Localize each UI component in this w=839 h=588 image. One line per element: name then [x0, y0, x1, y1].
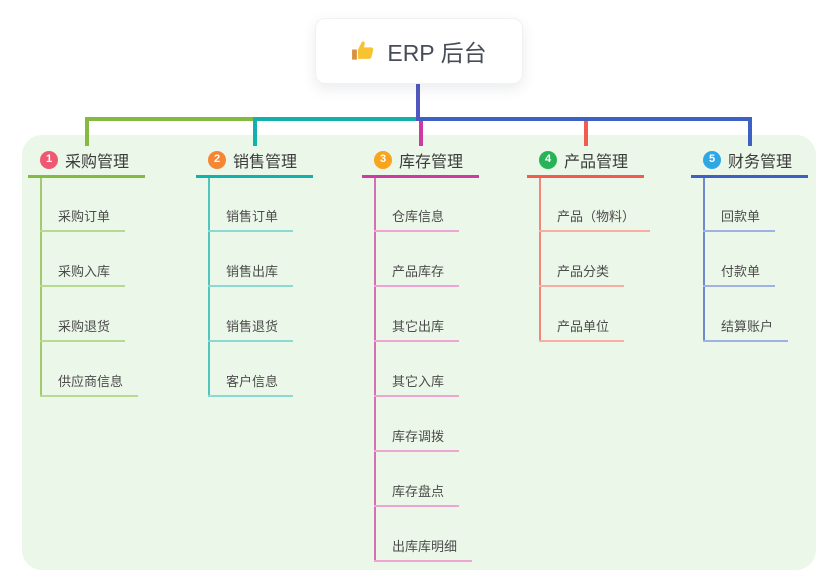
branch-title-purchase[interactable]: 1 采购管理 [28, 146, 145, 178]
thumbs-up-icon [351, 38, 377, 64]
root-node[interactable]: ERP 后台 [315, 18, 523, 84]
child-node-sales-2[interactable]: 销售退货 [208, 316, 294, 342]
child-node-label: 出库库明细 [392, 539, 458, 554]
child-node-label: 结算账户 [721, 319, 774, 334]
child-node-label: 库存调拨 [392, 429, 445, 444]
child-node-inventory-5[interactable]: 库存盘点 [374, 481, 460, 507]
bus-segment-finance [415, 117, 752, 121]
child-node-label: 产品分类 [557, 264, 610, 279]
bus-segment-purchase [84, 117, 257, 121]
branch-title-product[interactable]: 4 产品管理 [527, 146, 644, 178]
branch-badge-inventory: 3 [374, 150, 392, 169]
child-node-product-0[interactable]: 产品（物料） [539, 206, 651, 232]
connector-drop-finance [747, 117, 752, 146]
branch-spine-sales [208, 178, 210, 397]
child-node-label: 其它入库 [392, 374, 445, 389]
child-node-label: 采购订单 [58, 209, 111, 224]
branch-badge-finance: 5 [703, 150, 721, 169]
child-node-inventory-1[interactable]: 产品库存 [374, 261, 460, 287]
child-node-product-2[interactable]: 产品单位 [539, 316, 625, 342]
child-node-label: 产品库存 [392, 264, 445, 279]
child-node-finance-2[interactable]: 结算账户 [703, 316, 789, 342]
branch-spine-finance [703, 178, 705, 342]
root-title: ERP 后台 [387, 40, 487, 66]
child-node-label: 供应商信息 [58, 374, 124, 389]
child-node-label: 采购入库 [58, 264, 111, 279]
child-node-inventory-2[interactable]: 其它出库 [374, 316, 460, 342]
branch-title-label: 财务管理 [728, 153, 793, 171]
child-node-label: 库存盘点 [392, 484, 445, 499]
branch-badge-product: 4 [539, 150, 557, 169]
child-node-label: 付款单 [721, 264, 761, 279]
child-node-purchase-1[interactable]: 采购入库 [40, 261, 126, 287]
child-node-inventory-3[interactable]: 其它入库 [374, 371, 460, 397]
child-node-finance-1[interactable]: 付款单 [703, 261, 776, 287]
root-connector-line [415, 84, 420, 121]
child-node-finance-0[interactable]: 回款单 [703, 206, 776, 232]
child-node-label: 仓库信息 [392, 209, 445, 224]
branch-title-label: 库存管理 [399, 153, 464, 171]
child-node-label: 销售退货 [226, 319, 279, 334]
child-node-label: 产品（物料） [557, 209, 636, 224]
branch-title-label: 采购管理 [65, 153, 130, 171]
child-node-label: 销售出库 [226, 264, 279, 279]
child-node-label: 客户信息 [226, 374, 279, 389]
connector-drop-sales [252, 117, 257, 146]
branch-spine-product [539, 178, 541, 342]
child-node-label: 其它出库 [392, 319, 445, 334]
branch-title-sales[interactable]: 2 销售管理 [196, 146, 313, 178]
child-node-label: 回款单 [721, 209, 761, 224]
branch-title-label: 销售管理 [233, 153, 298, 171]
connector-drop-inventory [418, 121, 423, 146]
child-node-purchase-2[interactable]: 采购退货 [40, 316, 126, 342]
child-node-purchase-3[interactable]: 供应商信息 [40, 371, 139, 397]
branch-badge-sales: 2 [208, 150, 226, 169]
branches-panel [22, 135, 816, 570]
branch-spine-purchase [40, 178, 42, 397]
child-node-sales-1[interactable]: 销售出库 [208, 261, 294, 287]
branch-badge-purchase: 1 [40, 150, 58, 169]
child-node-sales-3[interactable]: 客户信息 [208, 371, 294, 397]
connector-drop-purchase [84, 117, 89, 146]
branch-title-label: 产品管理 [564, 153, 629, 171]
child-node-sales-0[interactable]: 销售订单 [208, 206, 294, 232]
child-node-label: 采购退货 [58, 319, 111, 334]
branch-title-finance[interactable]: 5 财务管理 [691, 146, 808, 178]
child-node-label: 销售订单 [226, 209, 279, 224]
branch-spine-inventory [374, 178, 376, 562]
branch-title-inventory[interactable]: 3 库存管理 [362, 146, 479, 178]
bus-segment-sales [252, 117, 420, 121]
connector-drop-product [583, 121, 588, 146]
child-node-inventory-4[interactable]: 库存调拨 [374, 426, 460, 452]
child-node-inventory-6[interactable]: 出库库明细 [374, 536, 473, 562]
child-node-product-1[interactable]: 产品分类 [539, 261, 625, 287]
child-node-purchase-0[interactable]: 采购订单 [40, 206, 126, 232]
child-node-label: 产品单位 [557, 319, 610, 334]
child-node-inventory-0[interactable]: 仓库信息 [374, 206, 460, 232]
